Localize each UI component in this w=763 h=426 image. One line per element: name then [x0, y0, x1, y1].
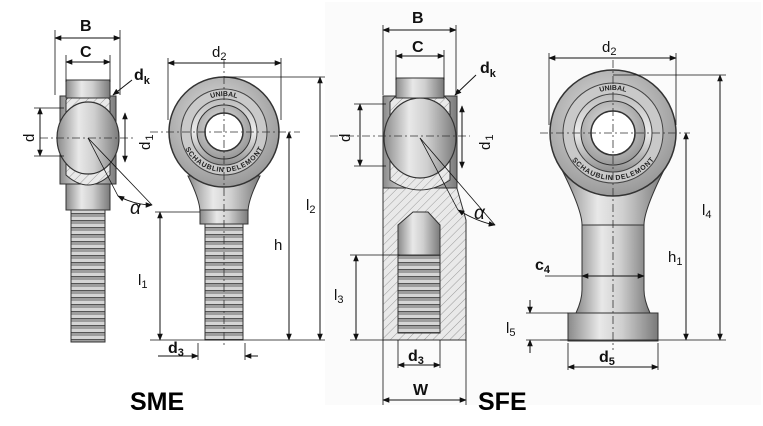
sfe-ring-text-top: UNIBAL: [599, 85, 628, 94]
sfe-label-alpha: α: [474, 203, 486, 224]
sfe-side-dimensions: B C d d1 dk α l3 d3 W: [334, 10, 497, 405]
sme-dimensions: B C d d1 dk α: [21, 18, 156, 219]
sme-label-l1: l1: [138, 272, 147, 291]
sfe-side-view: [330, 77, 470, 341]
sme-label-d: d: [21, 134, 38, 142]
sme-front-dimensions: d2 l1 h l2 d3: [138, 44, 325, 360]
sfe-label-h1: h1: [668, 249, 682, 268]
sme-label-h: h: [274, 237, 282, 254]
sfe-label-b: B: [412, 10, 424, 27]
sme-side-view: [40, 79, 135, 343]
sme-front-view: UNIBAL SCHAUBLIN DELEMONT: [150, 60, 300, 345]
sfe-label-d5: d5: [599, 349, 615, 368]
sfe-title: SFE: [478, 388, 527, 416]
sfe-label-c4: c4: [535, 257, 551, 276]
sfe-label-d2: d2: [602, 39, 616, 58]
sme-label-b: B: [80, 18, 92, 35]
sme-label-dk: dk: [134, 67, 151, 87]
sme-label-alpha: α: [130, 198, 142, 219]
sfe-label-dk: dk: [480, 60, 497, 80]
sfe-label-d1: d1: [477, 135, 496, 150]
sfe-label-l5: l5: [506, 320, 515, 339]
sfe-label-c: C: [412, 39, 424, 56]
sme-label-d3: d3: [168, 340, 184, 359]
sme-label-d1: d1: [137, 135, 156, 150]
sme-label-l2: l2: [306, 197, 315, 216]
sfe-label-l4: l4: [702, 202, 711, 221]
sme-title: SME: [130, 388, 184, 416]
sfe-label-d: d: [337, 134, 354, 142]
sme-label-d2: d2: [212, 44, 226, 63]
sme-label-c: C: [80, 44, 92, 61]
sfe-front-dimensions: d2 c4 h1 l4 l5 d5: [506, 39, 726, 370]
sfe-front-view: UNIBAL SCHAUBLIN DELEMONT: [540, 60, 690, 350]
sfe-label-w: W: [413, 382, 429, 399]
sfe-label-l3: l3: [334, 287, 343, 306]
sfe-label-d3: d3: [408, 348, 424, 367]
